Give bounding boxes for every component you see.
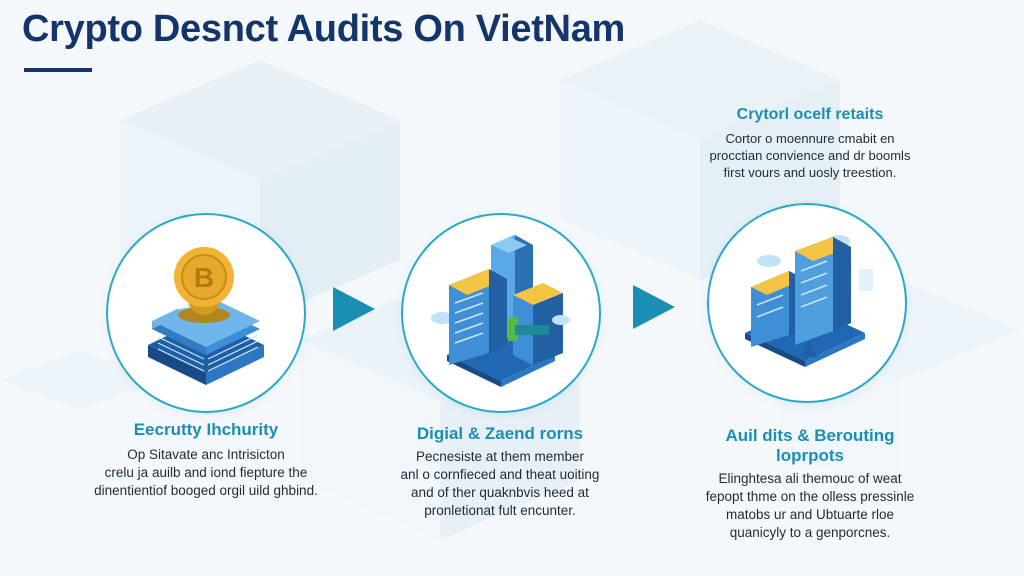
step-2-line: Pecnesiste at them member — [415, 449, 585, 464]
step-3-text: Elinghtesa ali themouc of weat fepopt th… — [675, 470, 945, 542]
note-line: procctian convience and dr boomls — [709, 148, 911, 163]
note-text: Cortor o moennure cmabit en procctian co… — [690, 130, 930, 181]
step-2-text: Pecnesiste at them member anl o cornfiec… — [370, 448, 630, 520]
step-3-line: matobs ur and Ubtuarte rloe — [725, 507, 895, 522]
step-2-line: and of ther quaknbvis heed at — [411, 485, 589, 500]
audit-buildings-icon — [745, 235, 873, 367]
step-3-circle — [707, 203, 907, 403]
step-1-circle: B — [106, 213, 306, 413]
step-3-line: Elinghtesa ali themouc of weat — [718, 471, 902, 486]
step-2-line: anl o cornfieced and theat uoiting — [400, 467, 600, 482]
title-underline — [24, 68, 92, 72]
flow-arrow-icon — [333, 287, 375, 331]
step-3-title-line: Auil dits & Berouting — [725, 426, 895, 445]
step-1-title: Eecrutty Ihchurity — [133, 420, 279, 439]
note-line: Cortor o moennure cmabit en — [725, 131, 895, 146]
page-title: Crypto Desnct Audits On VietNam — [22, 8, 626, 50]
step-3-line: fepopt thme on the olless pressinle — [705, 489, 915, 504]
step-1-line: Op Sitavate anc Intrisicton — [127, 447, 285, 462]
step-1-text: Op Sitavate anc Intrisicton crelu ja aui… — [66, 446, 346, 500]
step-2-title: Digial & Zaend rorns — [416, 424, 584, 443]
step-1-line: crelu ja auilb and iond fiepture the — [104, 465, 308, 480]
coin-stack-icon: B — [148, 247, 264, 385]
note-title: Crytorl ocelf retaits — [736, 106, 884, 123]
step-3-title: Auil dits & Berouting loprpots — [690, 426, 930, 466]
step-3-line: quanicyly to a genporcnes. — [729, 525, 891, 540]
step-2-circle — [401, 213, 601, 413]
step-1-line: dinentientiof booged orgil uild ghbind. — [94, 483, 318, 498]
step-2-line: pronletionat fult encunter. — [424, 503, 576, 518]
note-line: first vours and uosly treestion. — [723, 165, 897, 180]
svg-text:B: B — [194, 262, 214, 293]
city-buildings-icon — [431, 235, 570, 387]
step-3-title-line: loprpots — [776, 446, 844, 465]
flow-arrow-icon — [633, 285, 675, 329]
